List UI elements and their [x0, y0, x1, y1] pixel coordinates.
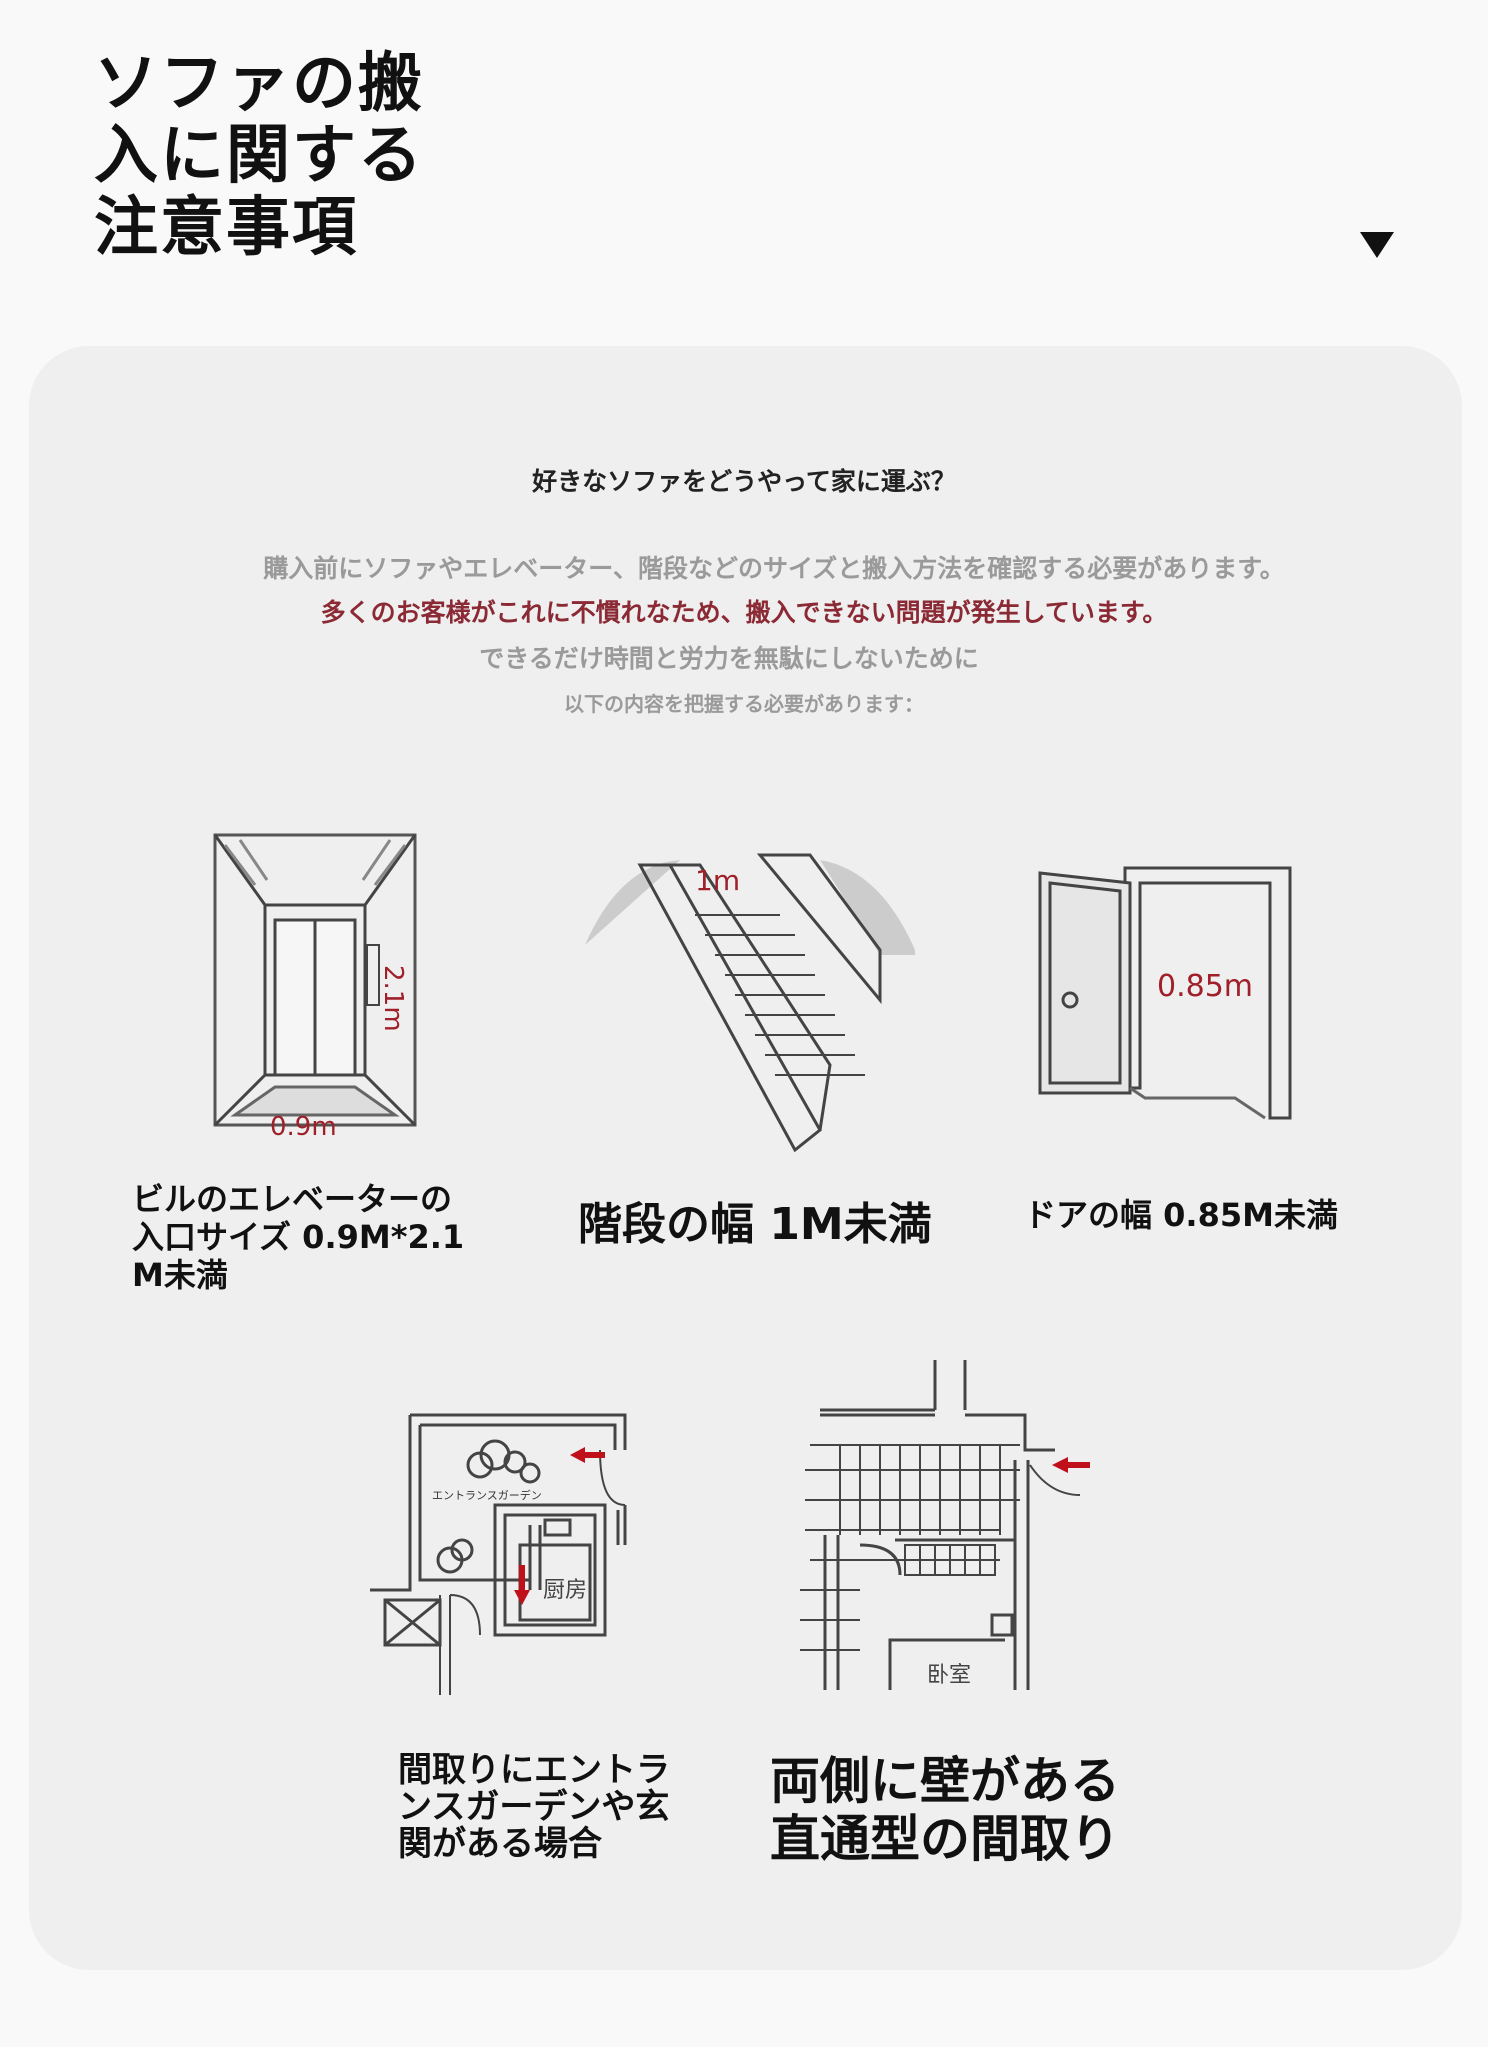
caption-line: ビルのエレベーターの — [132, 1180, 453, 1218]
caption-line: 直通型の間取り — [770, 1810, 1120, 1868]
door-caption: ドアの幅 0.85M未満 — [1024, 1196, 1338, 1234]
title-line: 入に関する — [94, 119, 424, 193]
triangle-down-icon[interactable] — [1360, 232, 1394, 258]
info-card — [29, 346, 1462, 1970]
kitchen-label: 厨房 — [543, 1578, 587, 1603]
caption-line: ンスガーデンや玄 — [398, 1787, 670, 1827]
stairs-illustration: 1m — [585, 853, 915, 1153]
intro-line-1: 購入前にソファやエレベーター、階段などのサイズと搬入方法を確認する必要があります… — [263, 554, 1285, 583]
intro-line-4: 以下の内容を把握する必要があります： — [564, 692, 924, 716]
direct-layout-caption: 両側に壁がある 直通型の間取り — [770, 1752, 1120, 1868]
elevator-width-label: 0.9m — [270, 1112, 337, 1142]
intro-heading: 好きなソファをどうやって家に運ぶ？ — [532, 467, 956, 496]
caption-line: 入口サイズ 0.9M*2.1 — [132, 1218, 465, 1256]
caption-line: 間取りにエントラ — [398, 1750, 670, 1790]
intro-line-2: 多くのお客様がこれに不慣れなため、搬入できない問題が発生しています。 — [320, 598, 1168, 627]
page-title: ソファの搬 入に関する 注意事項 — [94, 48, 424, 264]
stairs-caption: 階段の幅 1M未満 — [578, 1199, 932, 1250]
title-line: 注意事項 — [94, 191, 358, 265]
elevator-caption: ビルのエレベーターの 入口サイズ 0.9M*2.1 M未満 — [132, 1180, 464, 1294]
garden-label: エントランスガーデン — [432, 1488, 542, 1502]
intro-line-3: できるだけ時間と労力を無駄にしないために — [479, 644, 979, 673]
elevator-illustration: 2.1m 0.9m — [213, 833, 417, 1142]
caption-line: 関がある場合 — [398, 1824, 602, 1864]
caption-line: 両側に壁がある — [770, 1752, 1120, 1810]
door-illustration: 0.85m — [1038, 866, 1292, 1120]
entrance-garden-caption: 間取りにエントラ ンスガーデンや玄 関がある場合 — [398, 1752, 670, 1863]
elevator-height-label: 2.1m — [378, 965, 408, 1032]
floor-plan-entrance-garden: エントランスガーデン 厨房 — [370, 1413, 627, 1695]
title-line: ソファの搬 — [94, 47, 424, 121]
door-width-label: 0.85m — [1157, 969, 1253, 1004]
caption-line: M未満 — [132, 1256, 228, 1294]
bedroom-label: 卧室 — [927, 1663, 971, 1688]
floor-plan-direct: 卧室 — [800, 1360, 1090, 1690]
stairs-width-label: 1m — [695, 864, 740, 897]
